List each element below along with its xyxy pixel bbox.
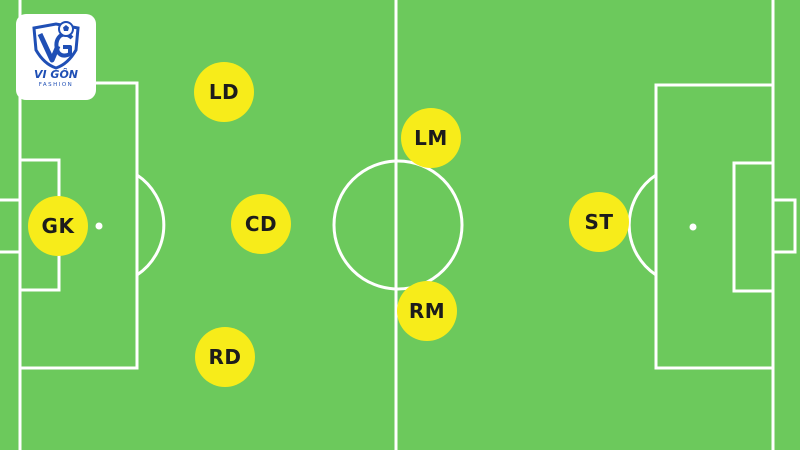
left-penalty-arc xyxy=(136,173,166,277)
player-st: ST xyxy=(569,192,629,252)
left-goal xyxy=(0,198,22,254)
player-cd: CD xyxy=(231,194,291,254)
player-rm: RM xyxy=(397,281,457,341)
right-penalty-area xyxy=(654,83,775,370)
player-gk: GK xyxy=(28,196,88,256)
right-penalty-spot xyxy=(689,223,697,231)
logo-name: VI GÔN xyxy=(33,68,79,81)
shield-ball-icon xyxy=(32,21,80,70)
left-penalty-spot xyxy=(95,222,103,230)
center-circle xyxy=(332,159,464,291)
logo-subtitle: FASHION xyxy=(38,82,74,88)
right-penalty-arc xyxy=(627,173,657,277)
player-ld: LD xyxy=(194,62,254,122)
right-goal-area xyxy=(732,161,775,293)
right-goal xyxy=(771,198,797,254)
player-lm: LM xyxy=(401,108,461,168)
player-rd: RD xyxy=(195,327,255,387)
vigon-logo: VI GÔN FASHION xyxy=(16,14,96,100)
